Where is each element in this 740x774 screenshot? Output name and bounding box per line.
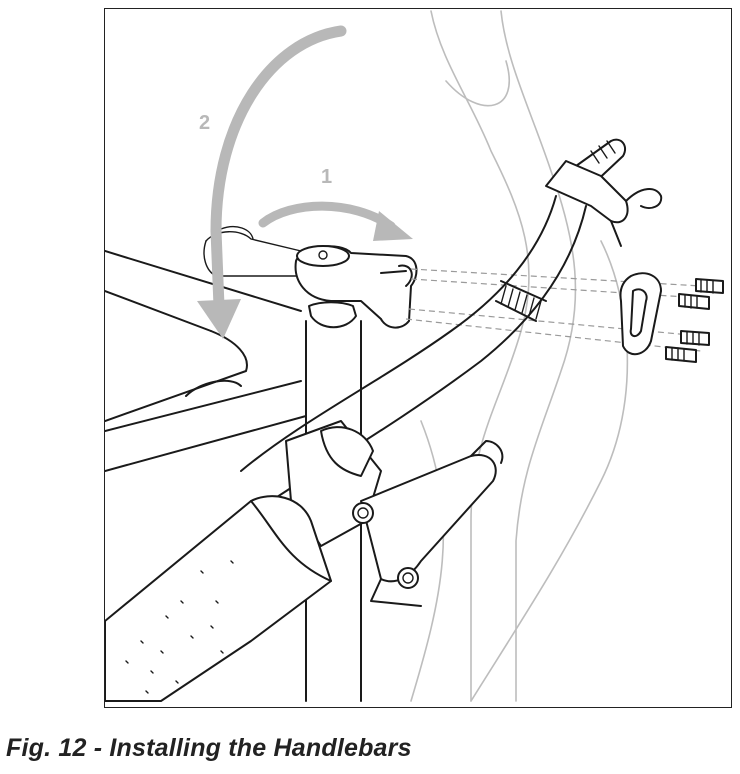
fork-outline — [410, 10, 629, 702]
left-brake-lever — [285, 420, 504, 607]
bolt-3 — [680, 330, 710, 346]
step-1-label: 1 — [321, 166, 332, 188]
handlebar-diagram: 1 2 — [105, 10, 724, 702]
figure-caption: Fig. 12 - Installing the Handlebars — [6, 734, 412, 762]
rotation-arrow-2: 2 — [197, 25, 347, 339]
bolt-4 — [665, 346, 697, 363]
figure-frame: 1 2 — [104, 8, 732, 708]
handlebar — [240, 138, 663, 502]
stem — [294, 245, 418, 329]
faceplate-bolts — [665, 278, 724, 363]
faceplate — [619, 272, 662, 356]
bolt-2 — [678, 293, 710, 310]
step-2-label: 2 — [199, 112, 210, 134]
bolt-1 — [695, 278, 724, 294]
left-grip — [105, 495, 332, 702]
rotation-arrow-1: 1 — [258, 166, 413, 241]
